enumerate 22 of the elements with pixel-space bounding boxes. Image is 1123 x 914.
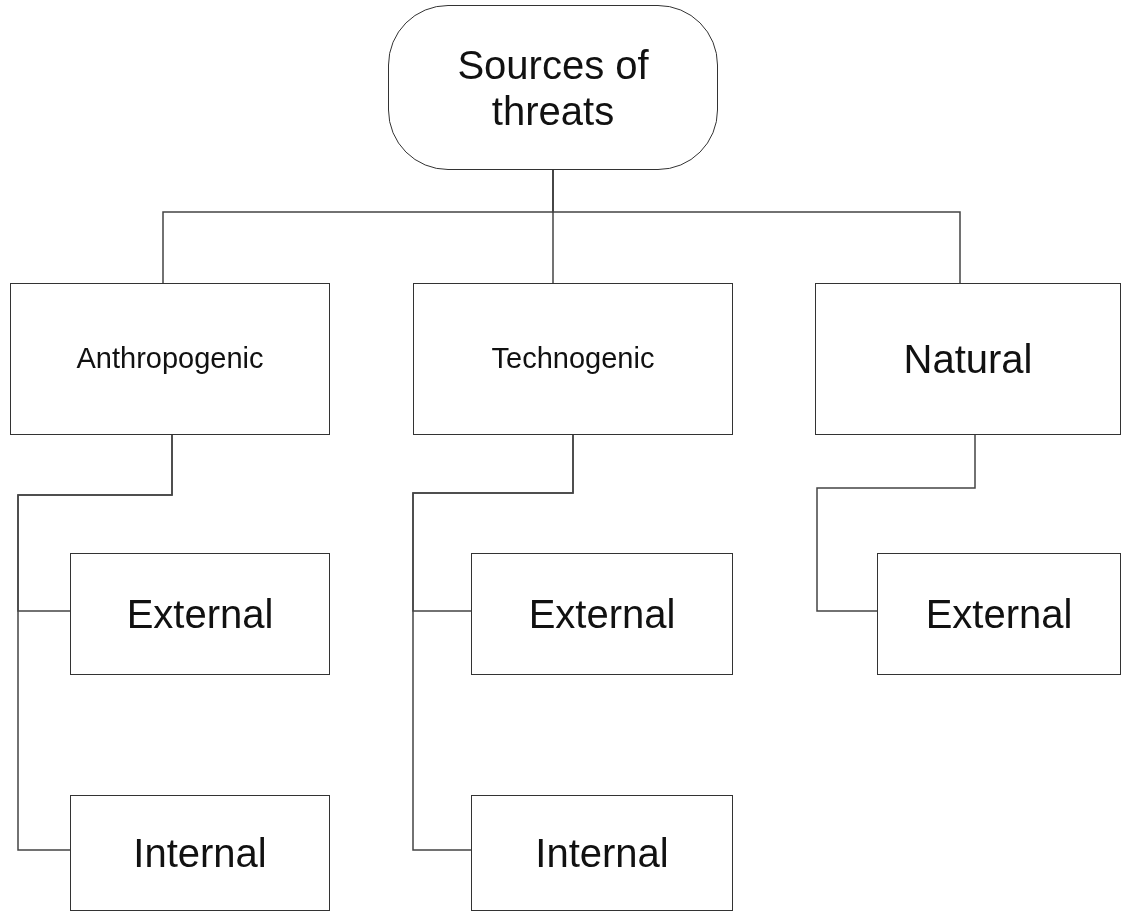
node-label: Internal	[133, 830, 267, 876]
node-label: External	[126, 591, 274, 637]
connector-line	[412, 434, 574, 851]
node-label: Internal	[535, 830, 669, 876]
node-label: Sources of threats	[456, 41, 650, 134]
category-box	[70, 553, 330, 675]
connector-line	[17, 434, 173, 851]
node-label: External	[925, 591, 1073, 637]
category-box	[815, 283, 1121, 435]
connector-line	[552, 169, 961, 284]
node-label: External	[528, 591, 676, 637]
category-box	[471, 553, 733, 675]
rounded-box	[388, 5, 718, 170]
node-label: Technogenic	[491, 342, 655, 376]
node-label: Anthropogenic	[76, 342, 264, 376]
category-box	[877, 553, 1121, 675]
category-box	[10, 283, 330, 435]
category-box	[413, 283, 733, 435]
category-box	[70, 795, 330, 911]
node-label: Natural	[903, 336, 1033, 382]
category-box	[471, 795, 733, 911]
connector-line	[816, 434, 976, 612]
